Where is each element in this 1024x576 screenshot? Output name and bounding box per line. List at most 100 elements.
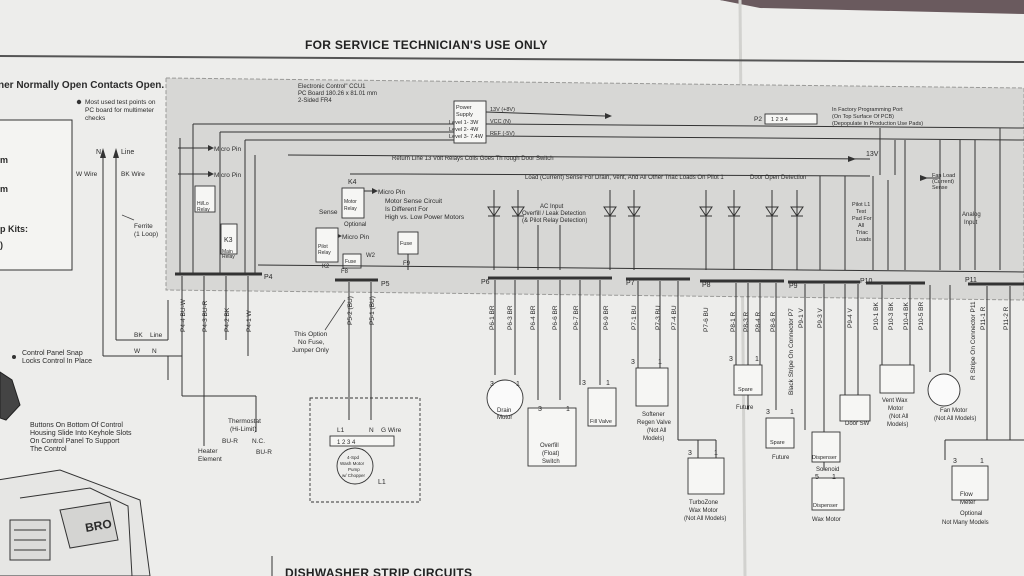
load-sense-label: Load (Current) Sense For Drain, Vent, An…	[525, 175, 724, 181]
fan-label: Fan Motor	[940, 408, 967, 414]
pin-label: P8-6 R	[770, 311, 777, 332]
spare-label: Spare	[738, 387, 753, 393]
ac-input-label: AC Input	[540, 204, 564, 210]
vent-label: Vent Wax	[882, 398, 907, 404]
power-supply-box	[453, 100, 487, 144]
pump-motor-label: w/ Chopper	[342, 473, 366, 478]
pin-number: 3	[729, 356, 733, 363]
pump-motor-label: Wash Motor	[340, 461, 365, 466]
heater-label: Element	[198, 456, 222, 463]
p5-label: P5	[381, 281, 390, 288]
control-label: PC Board 180.26 x 81.01 mm	[298, 91, 377, 97]
p2-label: P2	[754, 116, 762, 123]
vent-label: (Not All	[889, 414, 908, 420]
buttons-note: Buttons On Bottom Of Control	[30, 422, 123, 429]
pilot-label: Pad For	[852, 216, 872, 222]
left-fragment: p Kits:	[0, 224, 28, 234]
motor-sense-note: High vs. Low Power Motors	[385, 214, 465, 221]
factory-port-label: (Depopulate In Production Use Pads)	[832, 121, 923, 127]
flow-meter-box	[951, 465, 989, 501]
pump-pins: 1 2 3 4	[337, 440, 356, 446]
w-wire-label: W Wire	[76, 171, 98, 178]
drain-motor-circle	[486, 379, 524, 417]
p4-label: P4	[264, 274, 273, 281]
pump-motor-circle	[336, 447, 374, 485]
dispenser-wax-box	[811, 477, 845, 511]
pin-number: 3	[582, 380, 586, 387]
pin-number: 1	[832, 474, 836, 481]
pin-label: P8-3 R	[743, 311, 750, 332]
pin-label: P5-2 (BU)	[347, 296, 354, 325]
pump-l1-label: L1	[337, 427, 345, 434]
pump-motor-frame	[309, 397, 421, 503]
hi-lo-relay-label: Hi/Lo	[197, 201, 209, 207]
pilot-relay-label: Pilot	[318, 244, 328, 250]
hi-lo-relay-label: Relay	[197, 207, 210, 213]
power-supply-label: Power	[456, 105, 472, 111]
pin-number: 3	[688, 450, 692, 457]
buttons-note: Housing Slide Into Keyhole Slots	[30, 430, 132, 437]
pin-number: 1	[755, 356, 759, 363]
dispenser-wax-label: Dispenser	[813, 503, 838, 509]
housing-text: BRO	[84, 517, 113, 535]
spare-label: Spare	[770, 440, 785, 446]
pump-connector	[329, 435, 395, 447]
motor-relay-label: Motor	[344, 199, 357, 205]
drain-motor-label: Drain	[497, 408, 511, 414]
pin-number: 1	[980, 458, 984, 465]
future-label: Future	[736, 405, 754, 411]
snap-note-dot	[12, 355, 16, 359]
main-relay-label: Relay	[222, 254, 235, 260]
motor-relay	[341, 187, 365, 219]
pin-label: P4-2 BK	[224, 307, 231, 332]
pin-number: 1	[790, 409, 794, 416]
fill-valve-box	[587, 387, 617, 427]
test-point-note: checks	[85, 115, 106, 122]
motor-sense-note: Motor Sense Circuit	[385, 198, 442, 205]
door-switch-box	[839, 394, 871, 422]
option-note: This Option	[294, 331, 328, 338]
overfill-switch-box	[527, 407, 577, 467]
turbozone-label: (Not All Models)	[684, 516, 726, 522]
pin-number: 1	[516, 381, 520, 388]
p11-label: P11	[965, 277, 977, 284]
w-label: W	[134, 348, 141, 355]
snap-note: Control Panel Snap	[22, 350, 83, 357]
pilot-label: All	[858, 223, 864, 229]
buttons-note: On Control Panel To Support	[30, 438, 119, 445]
nc-label: N.C.	[252, 438, 265, 445]
motor-sense-note: Is Different For	[385, 206, 429, 213]
ferrite-leader	[121, 214, 135, 221]
bu-r-label: BU-R	[222, 438, 238, 445]
heater-label: Heater	[198, 448, 218, 455]
w2-label: W2	[366, 253, 376, 259]
test-point-dot	[76, 99, 82, 105]
n-label-2: N	[152, 348, 157, 355]
turbozone-box	[687, 457, 725, 495]
control-label: 2-Sided FR4	[298, 98, 332, 104]
hi-lo-relay	[194, 185, 216, 213]
p7-label: P7	[626, 280, 635, 287]
g-wire-label: G Wire	[381, 427, 402, 434]
turbozone-label: Wax Motor	[689, 508, 718, 514]
triac-row	[487, 176, 846, 270]
connector-strips	[175, 264, 1024, 286]
pin-label: P10-4 BK	[903, 302, 910, 330]
pin-label: P6-4 BR	[530, 305, 537, 330]
pin-label: P11-1 R	[980, 306, 987, 330]
left-legend-box	[0, 119, 73, 271]
black-stripe-label: Black Stripe On Connector P7	[788, 308, 795, 395]
header-rule	[0, 55, 1024, 63]
pilot-relay-label: Relay	[318, 250, 331, 256]
supply-line-label: 13V (+8V)	[490, 107, 515, 113]
pilot-label: Triac	[856, 230, 868, 236]
vent-label: Models)	[887, 422, 908, 428]
power-supply-label: Supply	[456, 112, 473, 118]
ferrite-label: Ferrite	[134, 223, 153, 230]
softener-label: Models)	[643, 436, 664, 442]
fuse-label: Fuse	[400, 241, 412, 247]
option-note: No Fuse,	[298, 339, 325, 346]
pin-label: P5-1 (BU)	[369, 296, 376, 325]
micro-pin-label: Micro Pin	[214, 146, 241, 153]
fuse-f8	[342, 253, 362, 269]
